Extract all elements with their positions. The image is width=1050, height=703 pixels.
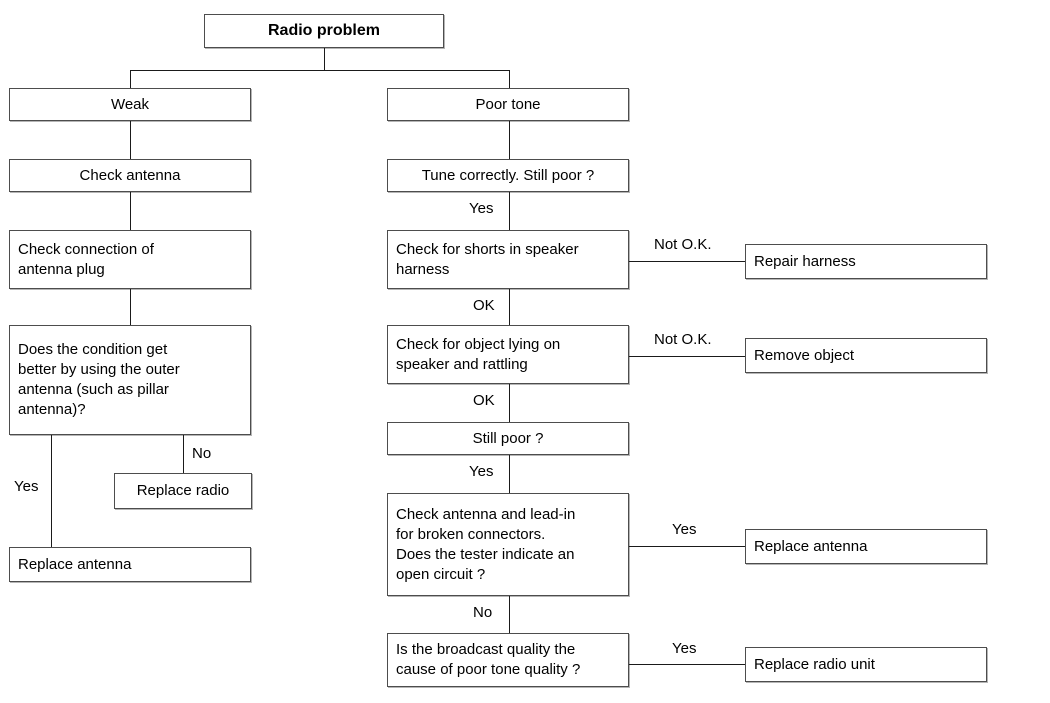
node-replace-radio-unit[interactable]: Replace radio unit bbox=[745, 647, 987, 682]
node-label: Remove object bbox=[754, 346, 855, 364]
node-label: Replace antenna bbox=[18, 555, 132, 573]
edge-label-tune-yes: Yes bbox=[469, 200, 494, 217]
node-label: Repair harness bbox=[754, 252, 856, 270]
node-label: Does the condition get better by using t… bbox=[18, 341, 180, 418]
node-replace-antenna-right[interactable]: Replace antenna bbox=[745, 529, 987, 564]
edge-label-object-not-ok: Not O.K. bbox=[654, 331, 712, 348]
edge-label-still-poor-yes: Yes bbox=[469, 463, 494, 480]
node-label: Check for object lying on speaker and ra… bbox=[396, 335, 561, 373]
node-check-antenna[interactable]: Check antenna bbox=[9, 159, 251, 192]
node-replace-radio[interactable]: Replace radio bbox=[114, 473, 252, 509]
connector-object-ok bbox=[509, 384, 510, 422]
connector-leadin-no bbox=[509, 596, 510, 633]
connector-check-antenna-to-connection bbox=[130, 192, 131, 230]
node-label: Replace radio unit bbox=[754, 655, 875, 673]
edge-label-object-ok: OK bbox=[473, 392, 495, 409]
connector-broadcast-to-replace-radio-unit bbox=[629, 664, 746, 665]
node-radio-problem[interactable]: Radio problem bbox=[204, 14, 444, 48]
connector-root-split bbox=[130, 70, 510, 71]
node-label: Still poor ? bbox=[472, 429, 544, 447]
connector-to-weak bbox=[130, 70, 131, 88]
connector-condition-yes bbox=[51, 435, 52, 547]
node-poor-tone[interactable]: Poor tone bbox=[387, 88, 629, 121]
node-label: Check for shorts in speaker harness bbox=[396, 240, 579, 278]
node-is-broadcast[interactable]: Is the broadcast quality the cause of po… bbox=[387, 633, 629, 687]
edge-label-condition-no: No bbox=[192, 445, 212, 462]
node-label: Tune correctly. Still poor ? bbox=[421, 166, 595, 184]
connector-shorts-to-repair bbox=[629, 261, 746, 262]
connector-connection-to-condition bbox=[130, 289, 131, 325]
node-label: Check antenna bbox=[79, 166, 181, 184]
connector-tune-yes bbox=[509, 192, 510, 230]
node-check-leadin[interactable]: Check antenna and lead-in for broken con… bbox=[387, 493, 629, 596]
node-label: Replace radio bbox=[136, 482, 230, 499]
connector-condition-no bbox=[183, 435, 184, 473]
connector-object-to-remove bbox=[629, 356, 746, 357]
edge-label-leadin-no: No bbox=[473, 604, 493, 621]
node-label: Check antenna and lead-in for broken con… bbox=[396, 505, 576, 583]
node-check-object[interactable]: Check for object lying on speaker and ra… bbox=[387, 325, 629, 384]
node-tune-correctly[interactable]: Tune correctly. Still poor ? bbox=[387, 159, 629, 192]
edge-label-shorts-ok: OK bbox=[473, 297, 495, 314]
connector-to-poor-tone bbox=[509, 70, 510, 88]
connector-still-poor-yes bbox=[509, 455, 510, 493]
edge-label-broadcast-yes: Yes bbox=[672, 640, 697, 657]
node-label: Is the broadcast quality the cause of po… bbox=[396, 641, 581, 678]
connector-leadin-to-replace-antenna bbox=[629, 546, 746, 547]
node-label: Check connection of antenna plug bbox=[18, 240, 154, 278]
node-still-poor[interactable]: Still poor ? bbox=[387, 422, 629, 455]
edge-label-condition-yes: Yes bbox=[14, 478, 39, 495]
node-remove-object[interactable]: Remove object bbox=[745, 338, 987, 373]
connector-root-stem bbox=[324, 48, 325, 70]
connector-shorts-ok bbox=[509, 289, 510, 325]
connector-weak-to-check-antenna bbox=[130, 121, 131, 159]
node-label: Poor tone bbox=[475, 95, 541, 113]
edge-label-leadin-yes: Yes bbox=[672, 521, 697, 538]
node-label: Weak bbox=[110, 95, 150, 113]
node-repair-harness[interactable]: Repair harness bbox=[745, 244, 987, 279]
node-replace-antenna-left[interactable]: Replace antenna bbox=[9, 547, 251, 582]
node-weak[interactable]: Weak bbox=[9, 88, 251, 121]
edge-label-shorts-not-ok: Not O.K. bbox=[654, 236, 712, 253]
node-label: Radio problem bbox=[267, 22, 380, 39]
connector-poor-tone-to-tune bbox=[509, 121, 510, 159]
node-does-condition[interactable]: Does the condition get better by using t… bbox=[9, 325, 251, 435]
node-check-shorts[interactable]: Check for shorts in speaker harness bbox=[387, 230, 629, 289]
node-label: Replace antenna bbox=[754, 537, 868, 555]
node-check-connection[interactable]: Check connection of antenna plug bbox=[9, 230, 251, 289]
